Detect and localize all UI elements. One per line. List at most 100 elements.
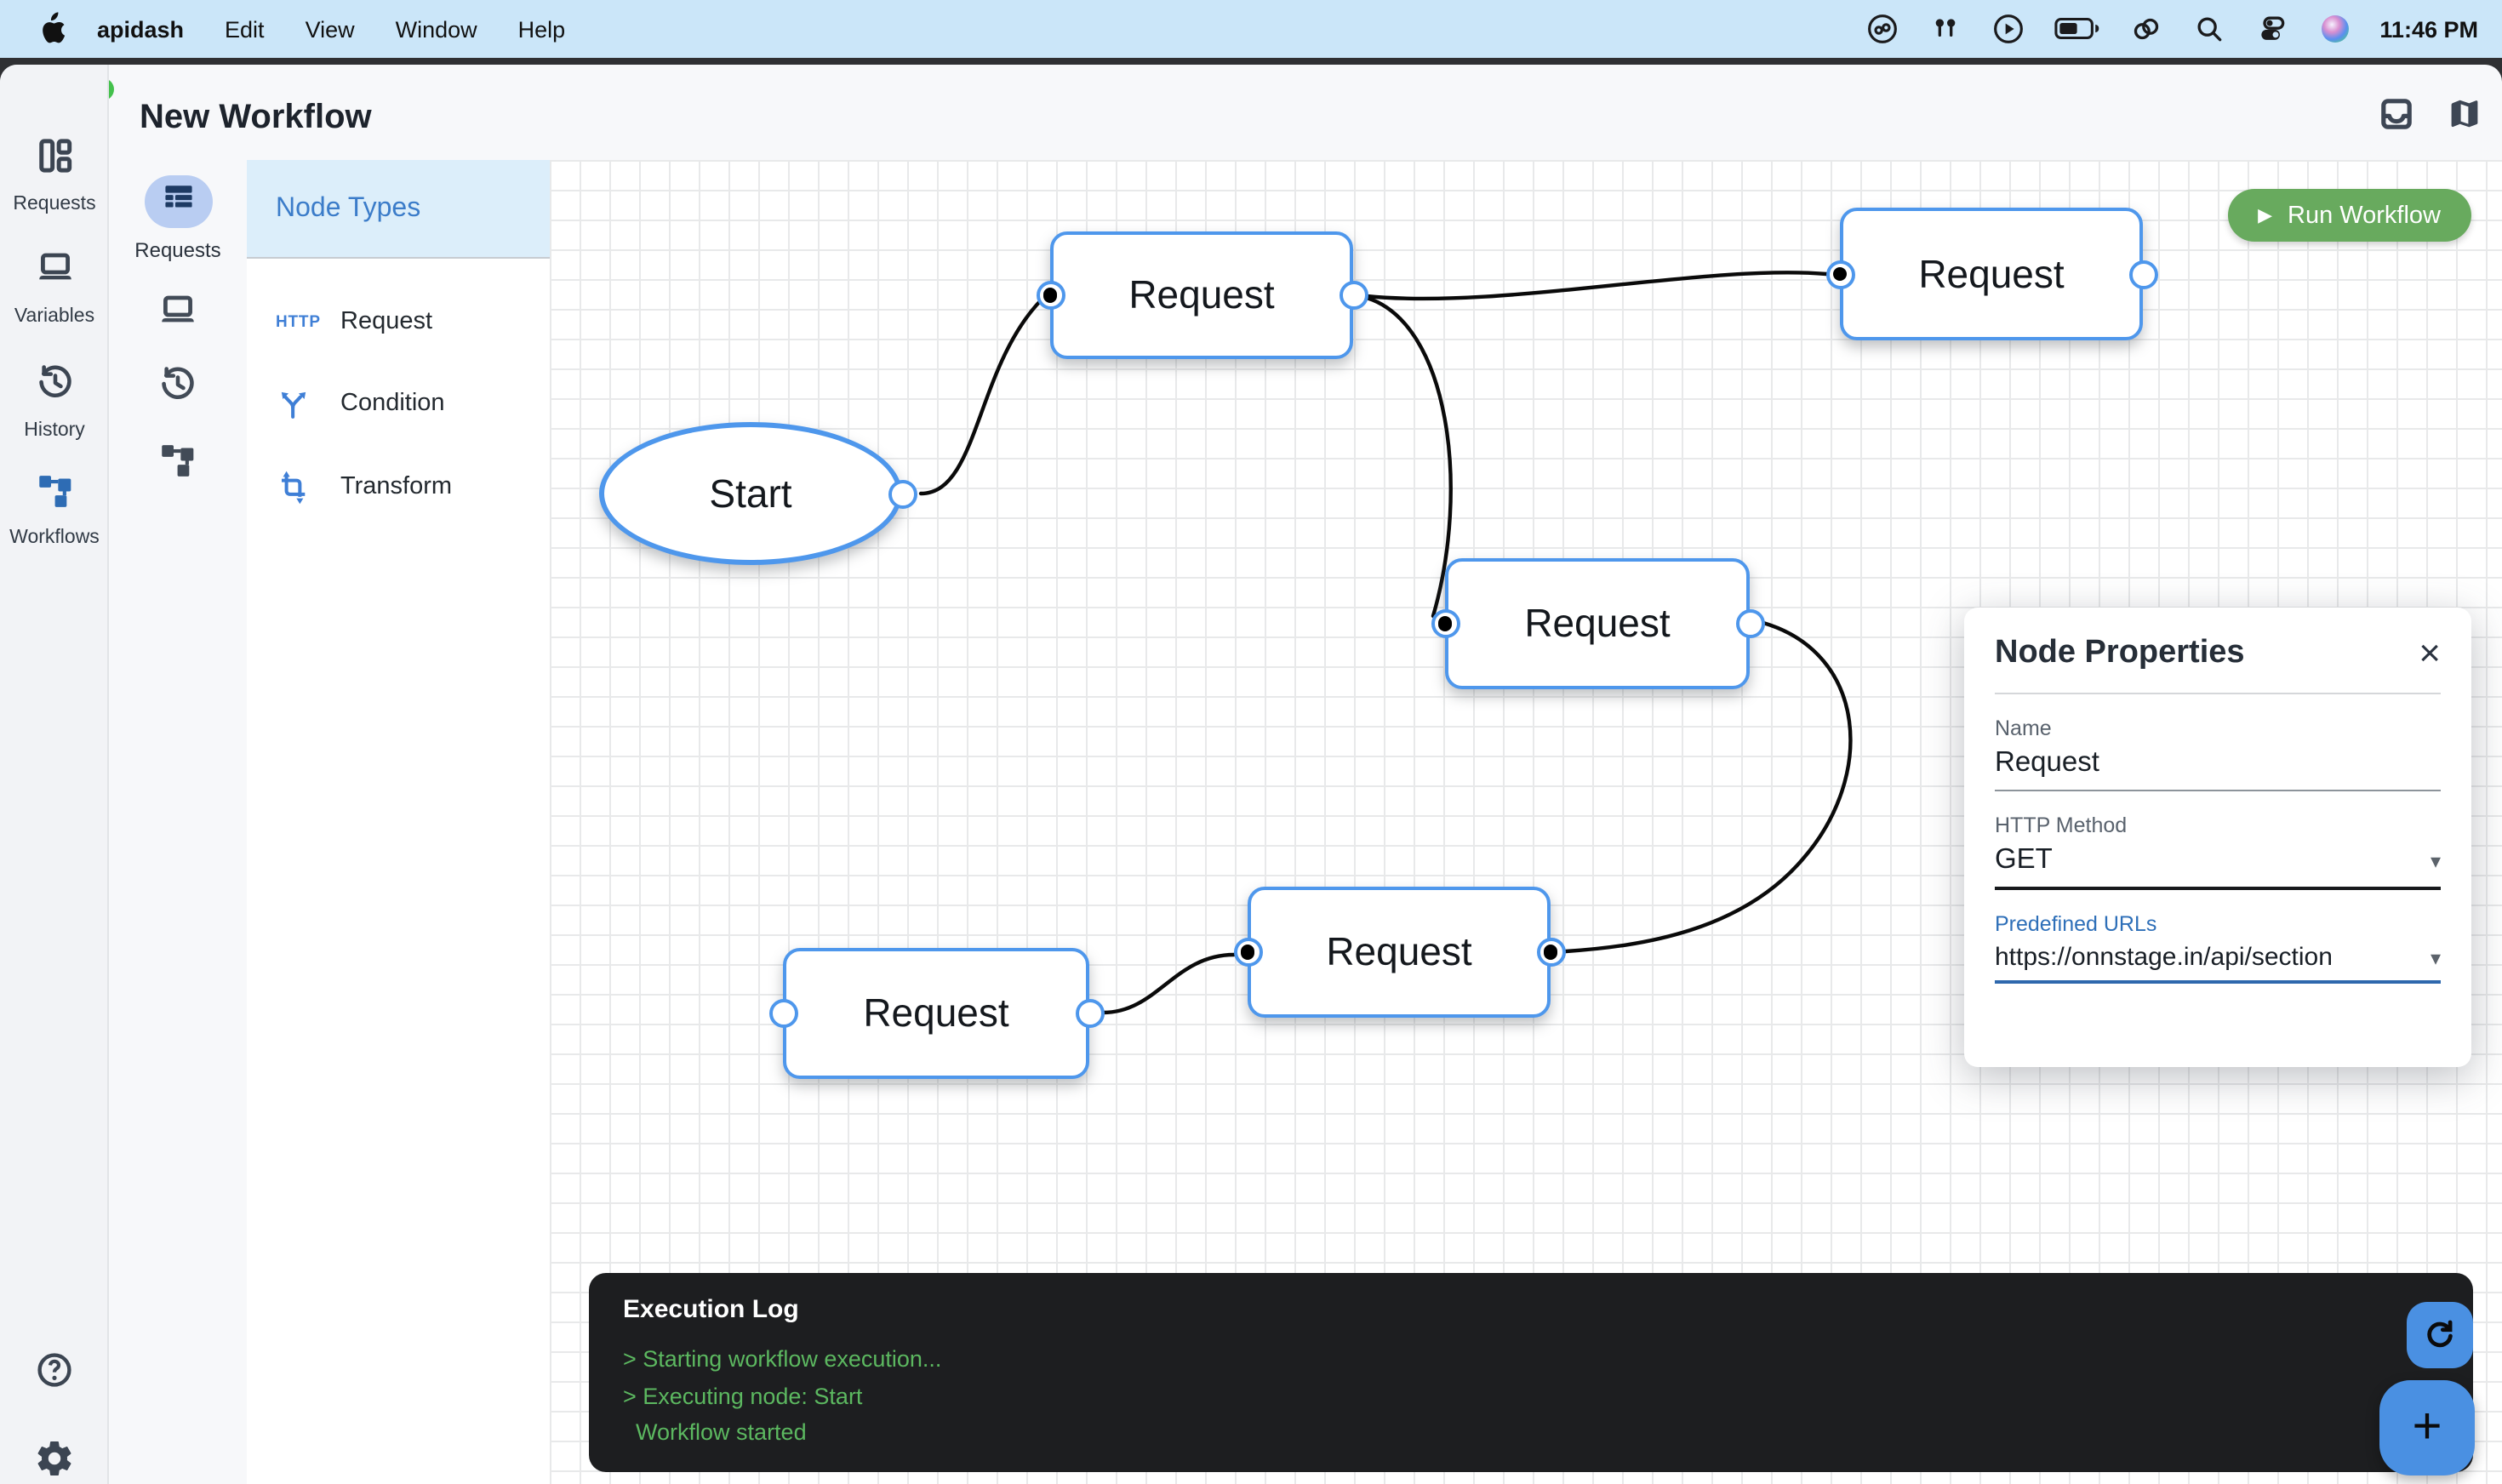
edge-req1-to-req3 bbox=[1364, 295, 1453, 619]
workflow-node-req2[interactable]: Request bbox=[1840, 208, 2143, 340]
sidebar-item-variables[interactable]: Variables bbox=[0, 247, 109, 327]
close-icon[interactable]: × bbox=[2419, 631, 2441, 674]
battery-icon[interactable] bbox=[2054, 17, 2100, 41]
sidebar-item-history[interactable]: History bbox=[0, 361, 109, 441]
port-dot bbox=[1437, 616, 1453, 631]
field-input[interactable]: GET ▾ bbox=[1995, 844, 2441, 890]
workflow-node-req5[interactable]: Request bbox=[783, 948, 1089, 1079]
node-type-condition[interactable]: Condition bbox=[247, 364, 550, 442]
log-line: Workflow started bbox=[623, 1419, 807, 1445]
execution-log-panel: Execution Log > Starting workflow execut… bbox=[589, 1273, 2473, 1472]
sidebar-item-requests[interactable]: Requests bbox=[0, 134, 109, 214]
edge-start-to-req1 bbox=[918, 297, 1044, 496]
apple-logo-icon[interactable] bbox=[37, 12, 66, 46]
page-title: New Workflow bbox=[140, 99, 372, 136]
port-req3-right[interactable] bbox=[1735, 609, 1764, 638]
workflow-node-req1[interactable]: Request bbox=[1050, 231, 1353, 359]
macos-menubar: apidash Edit View Window Help 11:46 PM bbox=[0, 0, 2502, 58]
node-type-transform[interactable]: Transform bbox=[247, 448, 550, 526]
port-req5-right[interactable] bbox=[1075, 999, 1104, 1028]
dashboard-icon bbox=[33, 134, 76, 177]
refresh-icon bbox=[2427, 1320, 2453, 1348]
node-type-label: Transform bbox=[340, 473, 453, 500]
menu-window[interactable]: Window bbox=[395, 16, 477, 42]
menubar-app-name[interactable]: apidash bbox=[97, 16, 185, 42]
workflow-icon bbox=[33, 468, 76, 511]
workflow-node-start[interactable]: Start bbox=[599, 422, 902, 565]
field-label: HTTP Method bbox=[1995, 813, 2128, 837]
log-line: > Starting workflow execution... bbox=[623, 1346, 942, 1372]
sidebar-item-workflows[interactable]: Workflows bbox=[0, 468, 109, 548]
workflow-node-req4[interactable]: Request bbox=[1248, 887, 1551, 1018]
field-label: Name bbox=[1995, 716, 2052, 740]
node-label: Request bbox=[1524, 601, 1671, 645]
rail-item-history[interactable] bbox=[157, 362, 199, 405]
menu-edit[interactable]: Edit bbox=[225, 16, 265, 42]
port-req1-right[interactable] bbox=[1339, 281, 1368, 310]
airpods-icon[interactable] bbox=[1928, 12, 1962, 46]
field-input[interactable]: https://onnstage.in/api/section ▾ bbox=[1995, 943, 2441, 984]
port-req1-left-connected[interactable] bbox=[1036, 281, 1065, 310]
menu-view[interactable]: View bbox=[305, 16, 355, 42]
port-start-right[interactable] bbox=[888, 479, 917, 508]
port-req2-left-connected[interactable] bbox=[1825, 260, 1854, 288]
history-icon bbox=[33, 361, 76, 403]
log-line: > Executing node: Start bbox=[623, 1383, 863, 1408]
laptop-icon bbox=[157, 295, 199, 339]
port-req3-left-connected[interactable] bbox=[1431, 609, 1460, 638]
node-label: Start bbox=[709, 471, 792, 515]
sidebar-item-label: Workflows bbox=[9, 528, 100, 548]
run-workflow-button[interactable]: ▶ Run Workflow bbox=[2227, 189, 2471, 242]
tray-icon[interactable] bbox=[2376, 94, 2417, 134]
siri-icon[interactable] bbox=[2318, 12, 2352, 46]
node-label: Request bbox=[1128, 272, 1275, 317]
chevron-down-icon[interactable]: ▾ bbox=[2430, 945, 2441, 969]
sidebar-item-label: Variables bbox=[14, 306, 95, 327]
play-circle-icon[interactable] bbox=[1991, 12, 2025, 46]
workflow-icon bbox=[157, 445, 199, 487]
add-node-button[interactable]: + bbox=[2379, 1380, 2475, 1475]
rail-item-workflows[interactable] bbox=[157, 437, 199, 480]
node-label: Request bbox=[1918, 251, 2065, 295]
menu-help[interactable]: Help bbox=[517, 16, 566, 42]
help-button[interactable] bbox=[34, 1350, 75, 1390]
field-input[interactable]: Request bbox=[1995, 747, 2441, 791]
laptop-icon bbox=[33, 247, 76, 289]
port-req4-right-connected[interactable] bbox=[1536, 938, 1565, 967]
transform-icon bbox=[276, 469, 327, 505]
map-icon[interactable] bbox=[2444, 94, 2485, 134]
field-value: Request bbox=[1995, 747, 2099, 778]
plus-icon: + bbox=[2412, 1399, 2442, 1455]
port-req5-left[interactable] bbox=[768, 999, 797, 1028]
hotspot-icon[interactable] bbox=[2129, 12, 2163, 46]
creative-cloud-icon[interactable] bbox=[1865, 12, 1899, 46]
port-req2-right[interactable] bbox=[2128, 260, 2157, 288]
rail-item-label: Requests bbox=[134, 238, 221, 262]
port-dot bbox=[1042, 288, 1058, 303]
http-badge-icon: HTTP bbox=[276, 312, 321, 331]
chevron-down-icon[interactable]: ▾ bbox=[2430, 848, 2441, 872]
search-icon[interactable] bbox=[2192, 12, 2226, 46]
control-center-icon[interactable] bbox=[2255, 12, 2289, 46]
refresh-button[interactable] bbox=[2407, 1302, 2473, 1368]
execution-log-lines: > Starting workflow execution... > Execut… bbox=[623, 1341, 2439, 1451]
port-req4-left-connected[interactable] bbox=[1233, 938, 1262, 967]
settings-button[interactable] bbox=[34, 1438, 75, 1479]
rail-item-requests[interactable] bbox=[145, 175, 213, 228]
history-icon bbox=[157, 367, 199, 412]
edge-req5-to-req4 bbox=[1100, 952, 1237, 1015]
menubar-clock[interactable]: 11:46 PM bbox=[2379, 16, 2478, 42]
secondary-rail: Requests bbox=[109, 160, 247, 1484]
workflow-node-req3[interactable]: Request bbox=[1445, 558, 1750, 689]
rail-item-variables[interactable] bbox=[157, 289, 199, 332]
field-value: GET bbox=[1995, 844, 2053, 875]
field-value: https://onnstage.in/api/section bbox=[1995, 943, 2333, 972]
